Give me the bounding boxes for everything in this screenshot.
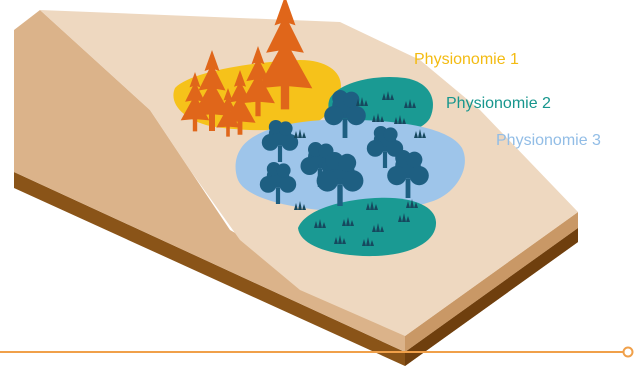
baseline-end-circle bbox=[624, 348, 633, 357]
label-physionomie-2: Physionomie 2 bbox=[446, 96, 551, 112]
label-physionomie-1: Physionomie 1 bbox=[414, 52, 519, 68]
label-physionomie-3: Physionomie 3 bbox=[496, 133, 601, 149]
